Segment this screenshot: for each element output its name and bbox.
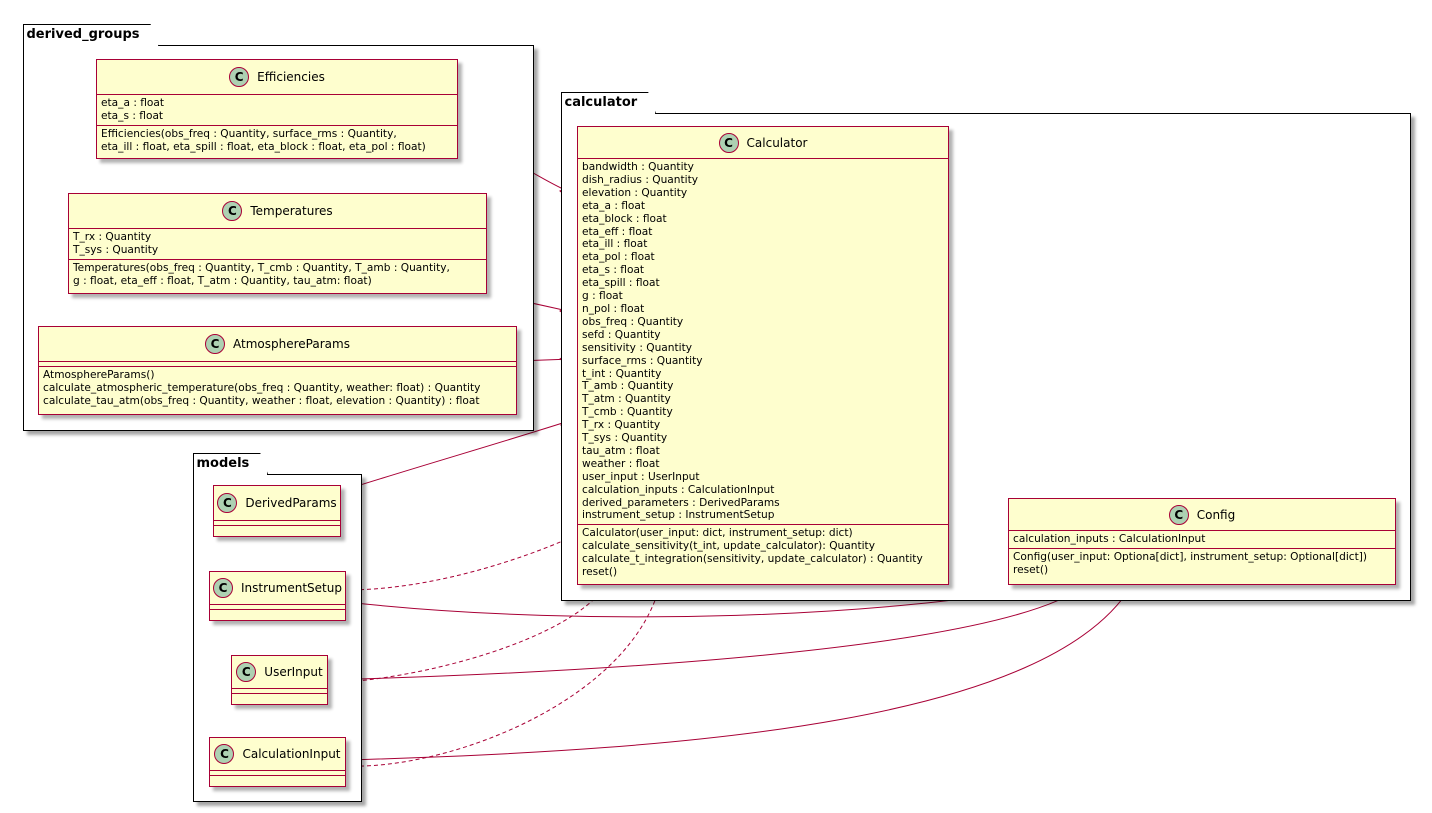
edge-calculationinput-config: [345, 584, 1133, 761]
class-calculator[interactable]: C Calculator bandwidth : Quantity dish_r…: [577, 126, 949, 585]
class-atmosphere-params-methods: AtmosphereParams() calculate_atmospheric…: [43, 369, 481, 407]
class-derived-params-name: DerivedParams: [245, 496, 337, 510]
class-temperatures-methods: Temperatures(obs_freq : Quantity, T_cmb …: [73, 261, 450, 287]
package-calculator-label: calculator: [561, 92, 657, 114]
class-stereotype-icon: C: [1168, 504, 1189, 525]
class-efficiencies-attributes: eta_a : float eta_s : float: [101, 97, 165, 122]
class-efficiencies[interactable]: C Efficiencies eta_a : float eta_s : flo…: [96, 59, 458, 159]
class-config-attributes: calculation_inputs : CalculationInput: [1013, 533, 1206, 545]
class-calculation-input-name: CalculationInput: [242, 747, 341, 761]
class-temperatures-attributes: T_rx : Quantity T_sys : Quantity: [73, 231, 159, 256]
class-config-name: Config: [1196, 507, 1236, 522]
class-user-input-name: UserInput: [264, 665, 323, 679]
class-stereotype-icon: C: [718, 132, 739, 153]
class-config[interactable]: C Config calculation_inputs : Calculatio…: [1008, 498, 1396, 585]
class-instrument-setup-name: InstrumentSetup: [241, 581, 342, 595]
class-stereotype-icon: C: [222, 201, 243, 221]
class-atmosphere-params[interactable]: C AtmosphereParams AtmosphereParams() ca…: [38, 326, 517, 415]
package-derived-groups-label: derived_groups: [23, 24, 159, 46]
class-temperatures-name: Temperatures: [250, 204, 333, 218]
class-calculator-attributes: bandwidth : Quantity dish_radius : Quant…: [582, 161, 780, 522]
class-stereotype-icon: C: [217, 493, 238, 513]
package-models-label: models: [193, 453, 269, 475]
class-instrument-setup[interactable]: C InstrumentSetup: [209, 571, 346, 621]
edge-instrumentsetup-calculator-dep: [345, 536, 573, 591]
class-calculator-methods: Calculator(user_input: dict, instrument_…: [582, 527, 923, 579]
class-derived-params[interactable]: C DerivedParams: [213, 485, 341, 537]
class-user-input[interactable]: C UserInput: [231, 655, 328, 705]
class-stereotype-icon: C: [229, 67, 250, 87]
class-stereotype-icon: C: [213, 578, 234, 598]
class-temperatures[interactable]: C Temperatures T_rx : Quantity T_sys : Q…: [68, 193, 487, 294]
class-config-methods: Config(user_input: Optiona[dict], instru…: [1013, 550, 1368, 576]
class-efficiencies-methods: Efficiencies(obs_freq : Quantity, surfac…: [101, 127, 426, 153]
class-efficiencies-name: Efficiencies: [257, 70, 325, 84]
class-calculator-name: Calculator: [746, 135, 808, 150]
class-stereotype-icon: C: [205, 334, 226, 354]
class-calculation-input[interactable]: C CalculationInput: [209, 737, 346, 787]
edge-calculationinput-calculator-dep: [345, 584, 661, 767]
class-atmosphere-params-name: AtmosphereParams: [233, 337, 350, 351]
class-stereotype-icon: C: [236, 662, 257, 682]
class-stereotype-icon: C: [214, 744, 235, 764]
